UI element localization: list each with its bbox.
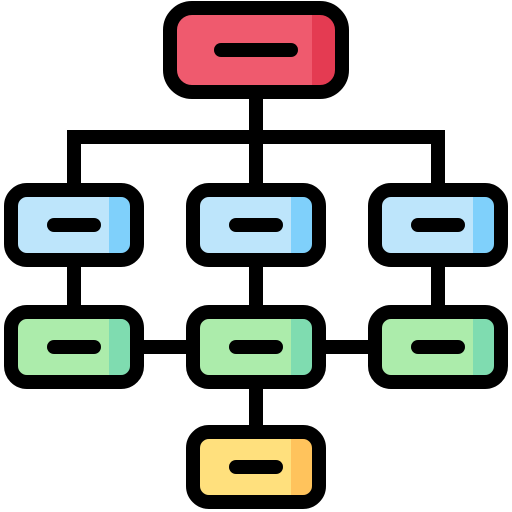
node-root	[163, 1, 349, 99]
node-level1-left-outline	[4, 183, 144, 267]
node-level2-center-outline	[186, 305, 326, 389]
node-level2-center	[186, 305, 326, 389]
node-level1-right-outline	[368, 183, 508, 267]
node-root-outline	[163, 1, 349, 99]
node-level2-right-outline	[368, 305, 508, 389]
node-level2-left	[4, 305, 144, 389]
node-level1-center	[186, 183, 326, 267]
node-level1-right	[368, 183, 508, 267]
node-level2-left-outline	[4, 305, 144, 389]
node-level2-right	[368, 305, 508, 389]
node-level1-left	[4, 183, 144, 267]
hierarchy-nodes	[4, 1, 508, 509]
node-level3-center-outline	[186, 425, 326, 509]
node-level1-center-outline	[186, 183, 326, 267]
node-level3-center	[186, 425, 326, 509]
